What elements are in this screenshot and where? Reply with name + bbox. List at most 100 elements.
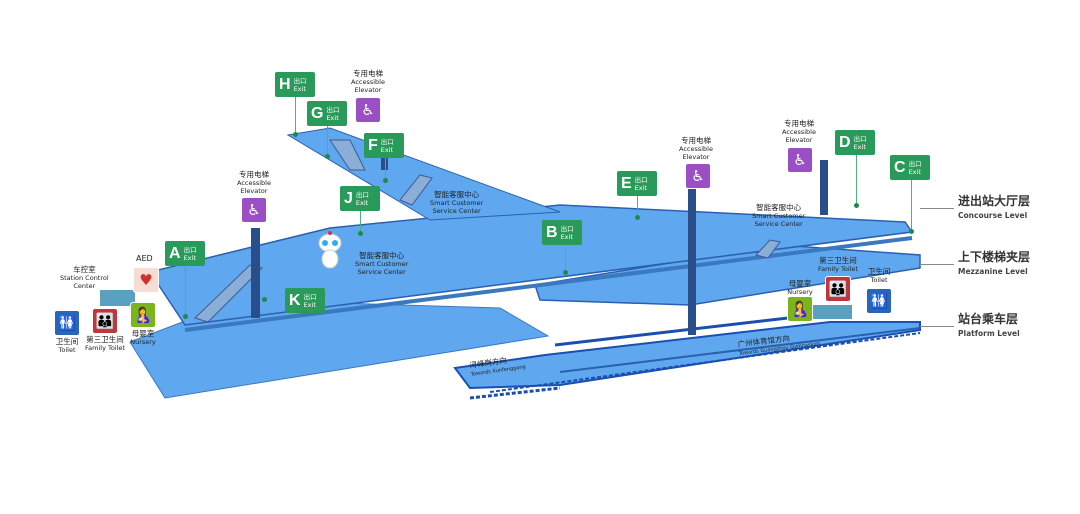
family-toilet-zh: 第三卫生间	[86, 335, 124, 344]
exit-pole	[565, 245, 566, 271]
toilet-zh: 卫生间	[867, 267, 891, 276]
family-toilet-en: Family Toilet	[85, 344, 125, 352]
exit-pole	[385, 158, 386, 180]
family-toilet-icon: 👪	[825, 276, 851, 302]
exit-zh: 出口	[303, 292, 317, 301]
accessible-elevator-icon: ♿	[685, 163, 711, 189]
exit-c-marker	[909, 229, 914, 234]
level-leader-line	[920, 208, 954, 209]
level-en: Concourse Level	[958, 211, 1028, 220]
escalators	[194, 139, 781, 323]
aed-heart-icon: ♥	[133, 267, 159, 293]
service-en1: Smart Customer	[355, 260, 409, 268]
service-en2: Service Center	[432, 207, 481, 215]
level-leader-line	[920, 264, 954, 265]
exit-letter: J	[344, 189, 353, 207]
nursery-icon: 🤱	[787, 296, 813, 322]
service-en1: Smart Customer	[430, 199, 484, 207]
exit-pole	[327, 126, 328, 156]
exit-b-marker	[563, 270, 568, 275]
service-en1: Smart Customer	[752, 212, 806, 220]
exit-letter: E	[621, 174, 632, 192]
exit-zh: 出口	[853, 134, 867, 143]
concourse-wing	[286, 127, 561, 221]
exit-en: Exit	[634, 183, 647, 192]
control-zh: 车控室	[73, 265, 96, 274]
exit-g-marker	[325, 154, 330, 159]
elevator-zh: 专用电梯	[353, 69, 383, 78]
exit-e-marker	[635, 215, 640, 220]
exit-pole	[360, 211, 361, 233]
exit-zh: 出口	[183, 245, 197, 254]
toilet-en: Toilet	[58, 346, 76, 354]
exit-zh: 出口	[560, 224, 574, 233]
family-toilet-zh: 第三卫生间	[819, 256, 857, 265]
exit-j-marker	[358, 231, 363, 236]
exit-letter: C	[894, 158, 906, 176]
exit-en: Exit	[326, 113, 339, 122]
toilet-icon: 🚻	[54, 310, 80, 336]
elevator-en: Accessible Elevator	[679, 145, 713, 161]
concourse-floor	[148, 204, 914, 326]
service-en2: Service Center	[357, 268, 406, 276]
service-en2: Service Center	[754, 220, 803, 228]
exit-en: Exit	[380, 145, 394, 154]
nursery-zh: 母婴室	[131, 329, 155, 338]
family-toilet-icon: 👪	[92, 308, 118, 334]
toilet-en: Toilet	[870, 276, 888, 284]
control-en1: Station Control	[60, 274, 109, 282]
exit-en: Exit	[560, 232, 573, 241]
exit-en: Exit	[293, 84, 306, 93]
exit-d-marker	[854, 203, 859, 208]
control-en2: Center	[73, 282, 96, 290]
exit-en: Exit	[183, 253, 196, 262]
robot-mascot-icon	[318, 231, 342, 269]
family-toilet-en: Family Toilet	[818, 265, 858, 273]
level-en: Platform Level	[958, 329, 1020, 338]
exit-zh: 出口	[908, 159, 922, 168]
exit-en: Exit	[303, 300, 316, 309]
exit-pole	[856, 155, 857, 204]
toilet-zh: 卫生间	[55, 337, 79, 346]
aed-label: AED	[136, 254, 153, 263]
exit-h-marker	[293, 132, 298, 137]
exit-letter: H	[279, 75, 291, 93]
exit-pole	[185, 266, 186, 316]
level-zh: 站台乘车层	[958, 312, 1019, 326]
exit-en: Exit	[355, 198, 369, 207]
exit-en: Exit	[908, 167, 921, 176]
exit-zh: 出口	[355, 190, 369, 199]
elevator-zh: 专用电梯	[239, 170, 269, 179]
nursery-zh: 母婴室	[788, 279, 812, 288]
exit-zh: 出口	[634, 175, 648, 184]
exit-pole	[637, 196, 638, 216]
accessible-elevator-icon: ♿	[787, 147, 813, 173]
level-zh: 上下楼梯夹层	[958, 250, 1031, 264]
level-platform: 站台乘车层 Platform Level	[958, 310, 1020, 338]
exit-zh: 出口	[293, 76, 307, 85]
accessible-elevator-icon: ♿	[355, 97, 381, 123]
accessible-elevator-icon: ♿	[241, 197, 267, 223]
